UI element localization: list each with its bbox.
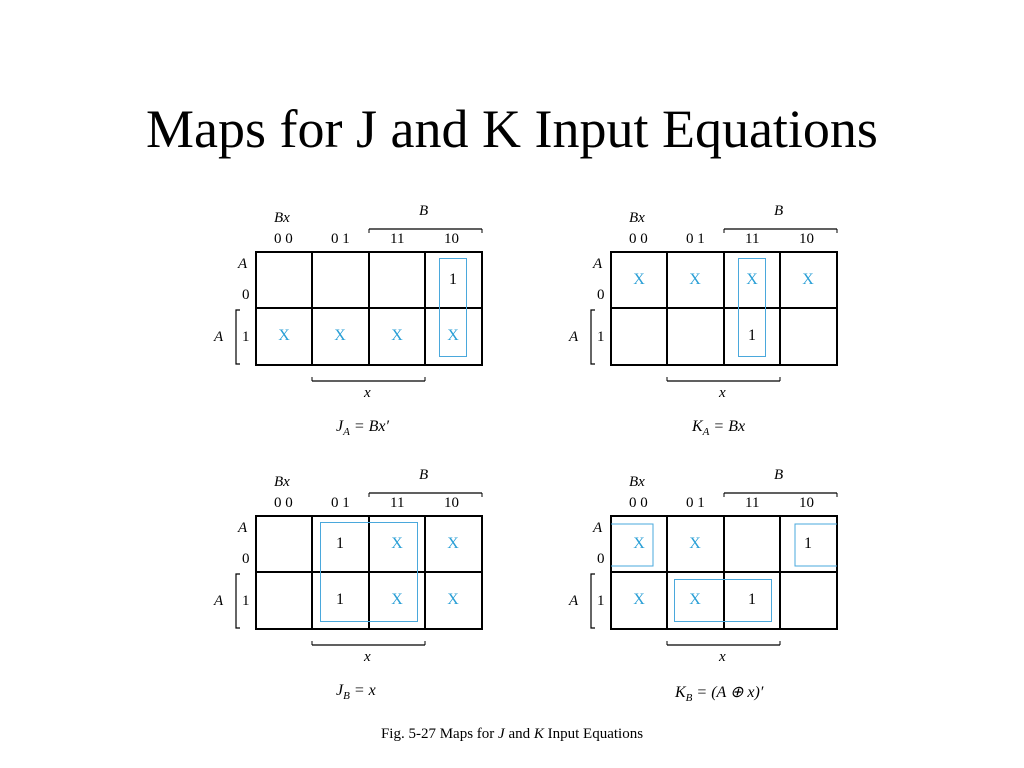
- kmap-cell: X: [278, 327, 290, 344]
- col-header-11: 11: [390, 231, 405, 247]
- kmap-ka-grid: [590, 228, 838, 382]
- col-header-00: 0 0: [629, 231, 648, 247]
- a-label: A: [214, 329, 224, 345]
- kmap-cell: X: [689, 271, 701, 288]
- row-header-1: 1: [597, 329, 605, 345]
- col-header-00: 0 0: [274, 231, 293, 247]
- row-header-1: 1: [242, 329, 250, 345]
- kmap-ja-grid: [235, 228, 483, 382]
- b-label: B: [419, 203, 429, 219]
- col-header-01: 0 1: [686, 495, 705, 511]
- rows-var-label: A: [238, 256, 248, 272]
- kmap-cell: [256, 572, 312, 628]
- b-label: B: [774, 467, 784, 483]
- col-header-10: 10: [444, 495, 459, 511]
- kmap-cell: X: [689, 535, 701, 552]
- kmap-cell: [312, 252, 368, 308]
- kmap-cell: X: [334, 327, 346, 344]
- col-header-10: 10: [444, 231, 459, 247]
- rows-var-label: A: [593, 520, 603, 536]
- grouping-loop: [738, 258, 766, 357]
- kmap-cell: X: [689, 591, 701, 608]
- kmap-cell: [256, 252, 312, 308]
- col-header-10: 10: [799, 231, 814, 247]
- x-label: x: [719, 385, 726, 401]
- kmap-cell: X: [447, 327, 459, 344]
- cols-var-label: Bx: [274, 474, 290, 490]
- row-header-1: 1: [597, 593, 605, 609]
- col-header-11: 11: [745, 231, 760, 247]
- cols-var-label: Bx: [629, 474, 645, 490]
- grouping-loop: [439, 258, 467, 357]
- cols-var-label: Bx: [274, 210, 290, 226]
- x-label: x: [719, 649, 726, 665]
- a-label: A: [214, 593, 224, 609]
- x-label: x: [364, 385, 371, 401]
- a-label: A: [569, 593, 579, 609]
- kmap-cell: X: [802, 271, 814, 288]
- kmap-cell: X: [447, 591, 459, 608]
- kmap-cell: 1: [336, 535, 344, 552]
- kmap-kb: Bx B 0 0 0 1 11 10 A 0 1 A x X X 1 X X 1…: [565, 464, 865, 704]
- figure-caption: Fig. 5-27 Maps for J and K Input Equatio…: [380, 726, 644, 742]
- col-header-10: 10: [799, 495, 814, 511]
- kmap-cell: [256, 516, 312, 572]
- grouping-loop: [674, 579, 772, 622]
- equation: KB = (A ⊕ x)′: [675, 684, 764, 705]
- grouping-loop: [320, 522, 418, 622]
- kmap-cell: X: [447, 535, 459, 552]
- kmap-cell: X: [746, 271, 758, 288]
- kmap-cell: [667, 308, 723, 364]
- kmap-cell: 1: [804, 535, 812, 552]
- kmap-kb-grid: [590, 492, 838, 646]
- col-header-00: 0 0: [629, 495, 648, 511]
- col-header-01: 0 1: [331, 495, 350, 511]
- kmap-cell: [780, 572, 836, 628]
- row-header-0: 0: [242, 287, 250, 303]
- row-header-0: 0: [597, 287, 605, 303]
- col-header-01: 0 1: [331, 231, 350, 247]
- slide-title: Maps for J and K Input Equations: [146, 99, 878, 159]
- col-header-01: 0 1: [686, 231, 705, 247]
- kmap-cell: X: [633, 535, 645, 552]
- kmap-jb: Bx B 0 0 0 1 11 10 A 0 1 A x 1 X X 1 X X…: [210, 464, 510, 704]
- col-header-00: 0 0: [274, 495, 293, 511]
- col-header-11: 11: [390, 495, 405, 511]
- kmap-cell: 1: [748, 327, 756, 344]
- kmap-cell: X: [391, 535, 403, 552]
- b-label: B: [774, 203, 784, 219]
- row-header-1: 1: [242, 593, 250, 609]
- kmap-cell: 1: [449, 271, 457, 288]
- kmap-cell: X: [633, 591, 645, 608]
- x-label: x: [364, 649, 371, 665]
- kmap-ka: Bx B 0 0 0 1 11 10 A 0 1 A x X X X X 1 K…: [565, 200, 865, 440]
- kmap-ja: Bx B 0 0 0 1 11 10 A 0 1 A x 1 X X X X J…: [210, 200, 510, 440]
- kmap-cell: X: [633, 271, 645, 288]
- kmap-cell: X: [391, 327, 403, 344]
- col-header-11: 11: [745, 495, 760, 511]
- kmap-cell: 1: [748, 591, 756, 608]
- row-header-0: 0: [597, 551, 605, 567]
- kmap-cell: 1: [336, 591, 344, 608]
- rows-var-label: A: [238, 520, 248, 536]
- kmap-cell: [780, 308, 836, 364]
- equation: JA = Bx′: [336, 418, 390, 439]
- cols-var-label: Bx: [629, 210, 645, 226]
- a-label: A: [569, 329, 579, 345]
- rows-var-label: A: [593, 256, 603, 272]
- kmap-cell: X: [391, 591, 403, 608]
- b-label: B: [419, 467, 429, 483]
- kmap-jb-grid: [235, 492, 483, 646]
- kmap-cell: [724, 516, 780, 572]
- row-header-0: 0: [242, 551, 250, 567]
- equation: KA = Bx: [692, 418, 746, 439]
- kmap-cell: [369, 252, 425, 308]
- kmap-cell: [611, 308, 667, 364]
- equation: JB = x: [336, 682, 376, 703]
